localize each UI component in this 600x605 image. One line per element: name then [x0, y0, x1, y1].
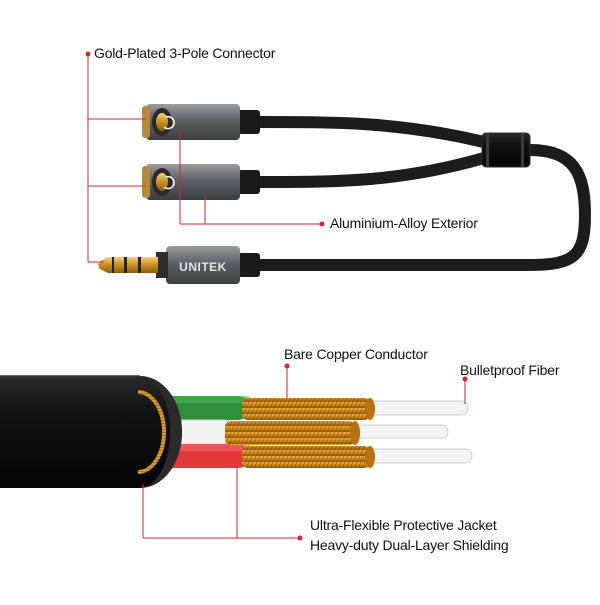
callout-dot-jacket [297, 535, 303, 541]
splitter-cable: UNITEK [98, 104, 592, 284]
copper-strands-bottom [242, 446, 370, 468]
main-cable [252, 144, 592, 271]
callouts-bottom [142, 366, 466, 539]
upper-branch-cable [252, 116, 490, 148]
wire-white-middle [344, 424, 449, 439]
wire-white-bottom [359, 448, 473, 464]
headphone-icon [163, 115, 175, 130]
male-plug [98, 246, 260, 284]
wire-white-top [359, 400, 469, 416]
callout-dot-exterior [319, 221, 325, 227]
callout-dot-conductor [284, 363, 290, 369]
female-jack-lower [142, 164, 260, 200]
callouts-top [87, 54, 322, 263]
callout-dot-connector [85, 51, 91, 57]
brand-logo: UNITEK [179, 260, 227, 274]
label-aluminium-alloy-exterior: Aluminium-Alloy Exterior [330, 215, 478, 231]
splitter-block [481, 132, 531, 168]
jacket-end-face [140, 376, 182, 488]
microphone-icon [163, 175, 175, 190]
female-jack-upper [142, 104, 260, 140]
callout-dot-fiber [462, 376, 468, 382]
label-bulletproof-fiber: Bulletproof Fiber [460, 362, 560, 378]
label-protective-jacket: Ultra-Flexible Protective Jacket [310, 517, 497, 533]
cable-cross-section [0, 375, 473, 488]
label-dual-layer-shielding: Heavy-duty Dual-Layer Shielding [310, 537, 509, 553]
copper-strands-top [242, 398, 370, 420]
lower-branch-cable [252, 152, 490, 188]
copper-strands-middle [225, 421, 355, 445]
label-bare-copper-conductor: Bare Copper Conductor [284, 346, 428, 362]
outer-jacket [0, 376, 182, 488]
label-gold-plated-connector: Gold-Plated 3-Pole Connector [94, 45, 276, 61]
